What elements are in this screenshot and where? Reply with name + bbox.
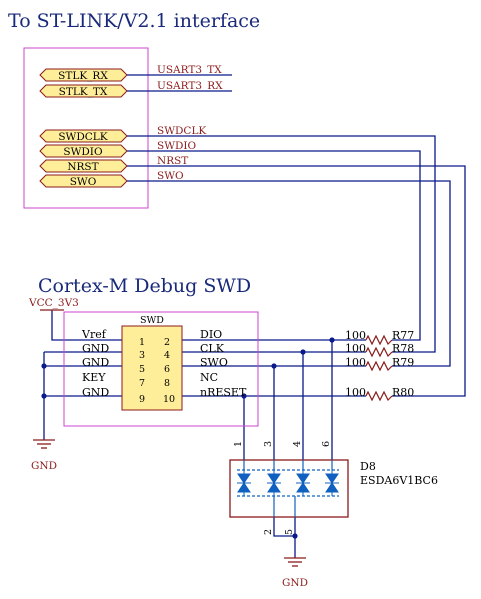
conn-right-label: NC: [200, 371, 218, 384]
net-label-nrst: NRST: [157, 155, 188, 167]
port-label: STLK_TX: [59, 86, 108, 98]
conn-pin-number: 9: [139, 394, 145, 405]
net-label-usart3-rx: USART3_RX: [157, 80, 223, 92]
port-group-box: [23, 47, 149, 209]
vcc-label: VCC_3V3: [28, 297, 79, 309]
tvs-pin-number: 1: [233, 441, 244, 447]
resistors: [365, 334, 393, 402]
tvs-pin-number: 6: [321, 441, 332, 447]
diode-glyph: [267, 470, 281, 496]
diode-glyph: [325, 470, 339, 496]
port-stlk-rx: STLK_RX: [39, 68, 128, 82]
page-title: To ST-LINK/V2.1 interface: [8, 10, 260, 32]
conn-right-label: CLK: [200, 342, 225, 355]
conn-right-label: nRESET: [200, 386, 247, 399]
conn-pin-number: 3: [139, 350, 145, 361]
port-stlk-tx: STLK_TX: [39, 84, 128, 98]
tvs-part: ESDA6V1BC6: [360, 474, 438, 487]
conn-pin-number: 4: [164, 350, 170, 361]
tvs-pin-number: 3: [263, 441, 274, 447]
conn-left-label: GND: [82, 356, 109, 369]
port-label: SWDCLK: [58, 131, 107, 143]
gnd-symbol-bottom: [284, 557, 306, 567]
resistor-ref: R78: [392, 342, 414, 355]
tvs-pin-number: 5: [284, 529, 295, 535]
resistor-r77: [365, 334, 393, 346]
resistor-value: 100: [345, 342, 366, 355]
resistor-ref: R77: [392, 329, 414, 342]
port-label: SWDIO: [63, 146, 103, 158]
tvs-ref: D8: [360, 460, 376, 473]
junctions: [41, 337, 335, 539]
port-swo: SWO: [39, 174, 128, 188]
diode-glyph: [296, 470, 310, 496]
conn-pin-number: 8: [164, 378, 170, 389]
port-label: STLK_RX: [58, 70, 108, 82]
net-label-swo: SWO: [157, 170, 184, 182]
conn-right-label: SWO: [200, 356, 228, 369]
conn-left-label: GND: [82, 386, 109, 399]
port-label: NRST: [67, 161, 98, 173]
resistor-r80: [365, 390, 393, 402]
gnd-symbol-left: [33, 439, 55, 449]
net-label-usart3-tx: USART3_TX: [157, 64, 222, 76]
resistor-value: 100: [345, 386, 366, 399]
resistor-r79: [365, 360, 393, 372]
connector-name: SWD: [140, 315, 164, 326]
conn-pin-number: 6: [164, 364, 170, 375]
conn-left-label: GND: [82, 342, 109, 355]
wires: [43, 74, 466, 558]
tvs-diodes: [237, 470, 339, 496]
vcc-3v3-symbol: VCC_3V3: [28, 297, 79, 311]
tvs-body: [229, 459, 349, 518]
port-swdclk: SWDCLK: [39, 129, 128, 143]
swd-connector-outline: [63, 311, 259, 427]
port-swdio: SWDIO: [39, 144, 128, 158]
resistor-ref: R80: [392, 386, 414, 399]
gnd-label-left: GND: [31, 460, 57, 472]
conn-pin-number: 1: [139, 337, 145, 348]
net-label-swdclk: SWDCLK: [157, 125, 206, 137]
conn-right-label: DIO: [200, 328, 222, 341]
conn-left-label: Vref: [81, 328, 107, 341]
gnd-label-bottom: GND: [282, 577, 308, 589]
tvs-internal-wiring: [237, 460, 339, 517]
section-title: Cortex-M Debug SWD: [38, 275, 251, 297]
diode-glyph: [237, 470, 251, 496]
resistor-value: 100: [345, 356, 366, 369]
resistor-r78: [365, 346, 393, 358]
conn-pin-number: 7: [139, 378, 145, 389]
conn-pin-number: 10: [163, 394, 175, 405]
swd-connector-body: [121, 325, 183, 411]
tvs-pin-number: 4: [292, 441, 303, 447]
conn-pin-number: 5: [139, 364, 145, 375]
port-nrst: NRST: [39, 159, 128, 173]
conn-left-label: KEY: [82, 371, 106, 384]
conn-pin-number: 2: [164, 337, 170, 348]
port-label: SWO: [70, 176, 97, 188]
resistor-value: 100: [345, 329, 366, 342]
net-label-swdio: SWDIO: [157, 140, 197, 152]
resistor-ref: R79: [392, 356, 414, 369]
tvs-pin-number: 2: [263, 529, 274, 535]
